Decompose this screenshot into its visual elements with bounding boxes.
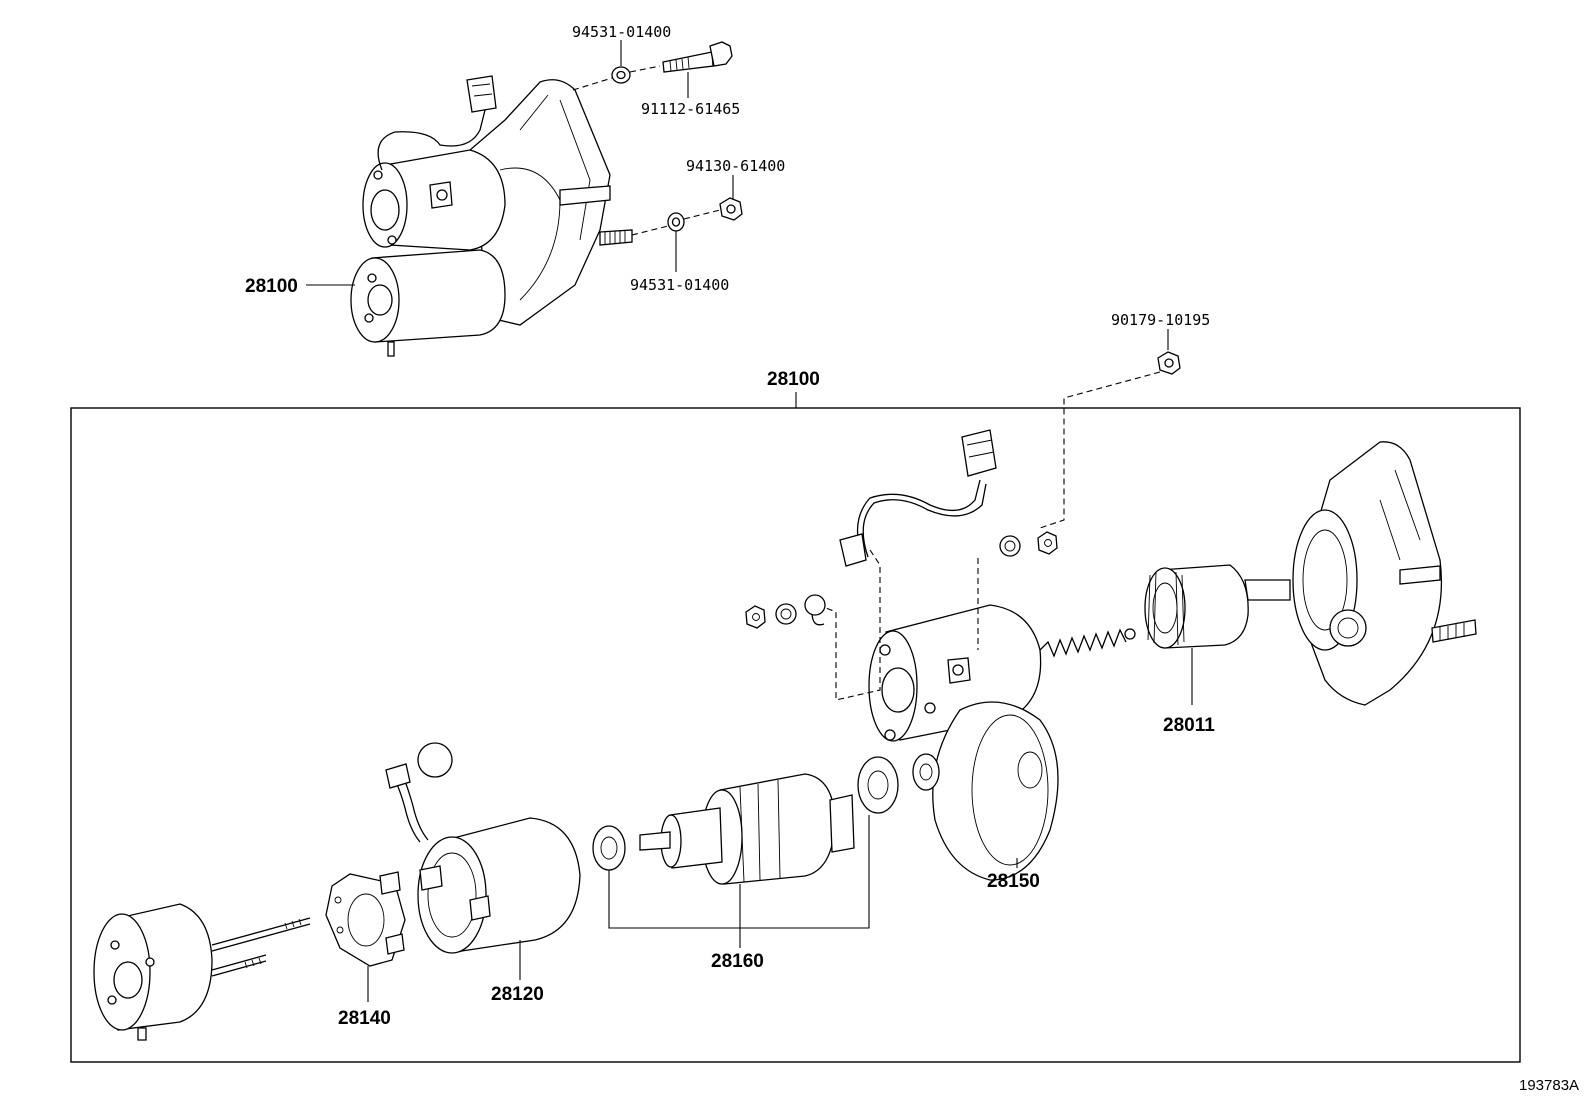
label-housing: 28150 bbox=[987, 871, 1040, 892]
solenoid-drawing bbox=[825, 429, 1042, 742]
label-yoke: 28120 bbox=[491, 984, 544, 1005]
label-clutch: 28011 bbox=[1163, 715, 1215, 736]
brush-holder-drawing bbox=[325, 871, 406, 967]
label-armature: 28160 bbox=[711, 951, 764, 972]
terminal-hardware-drawing bbox=[745, 531, 1058, 629]
clutch-drawing bbox=[1039, 564, 1291, 658]
label-box-title: 28100 bbox=[767, 369, 820, 390]
label-brush-holder: 28140 bbox=[338, 1008, 391, 1029]
armature-drawing bbox=[592, 773, 870, 929]
label-washer-mid: 94531-01400 bbox=[630, 276, 729, 294]
label-bolt: 91112-61465 bbox=[641, 100, 740, 118]
starter-assembly-drawing bbox=[350, 75, 633, 357]
end-frame-drawing bbox=[93, 903, 311, 1041]
label-figure-id: 193783A bbox=[1519, 1077, 1579, 1094]
label-nut-right: 90179-10195 bbox=[1111, 311, 1210, 329]
label-washer-top: 94531-01400 bbox=[572, 23, 671, 41]
top-leaders bbox=[306, 40, 734, 286]
housing-drawing bbox=[857, 701, 1059, 881]
top-hardware-drawing bbox=[572, 41, 743, 236]
label-starter-assy: 28100 bbox=[245, 276, 298, 297]
exploded-view-frame bbox=[70, 407, 1521, 1063]
nut-right-drawing bbox=[1039, 329, 1181, 529]
nose-housing-drawing bbox=[1292, 441, 1477, 706]
label-nut-top: 94130-61400 bbox=[686, 157, 785, 175]
yoke-drawing bbox=[385, 742, 581, 954]
